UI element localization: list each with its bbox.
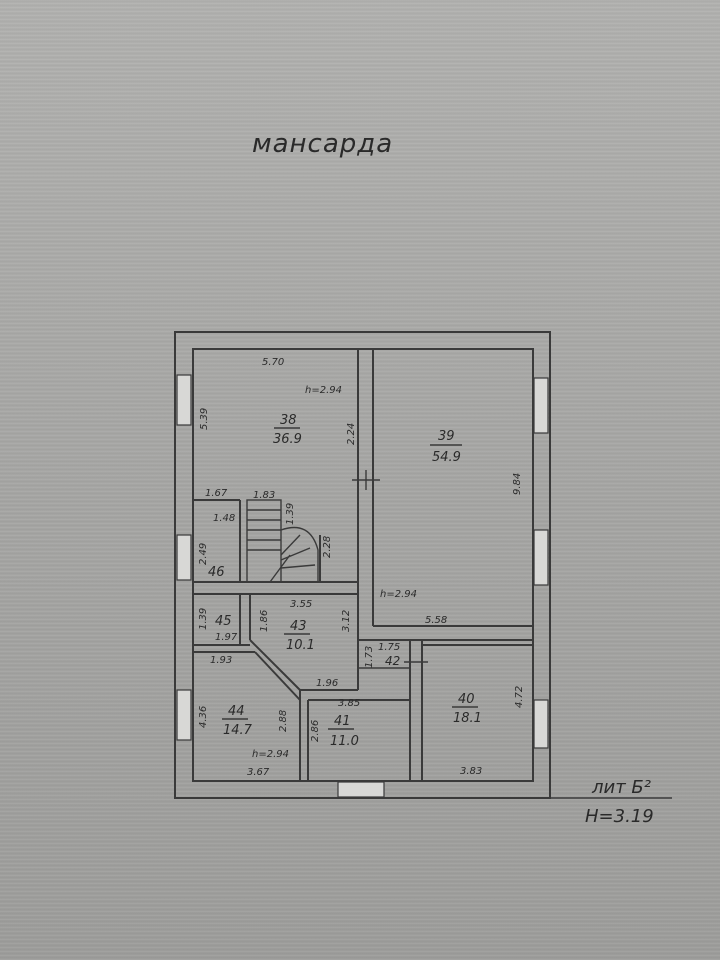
- dim-1-73: 1.73: [364, 646, 375, 668]
- dim-h-2-94-c: h=2.94: [252, 749, 289, 760]
- dim-9-84: 9.84: [512, 473, 523, 495]
- room-44-area: 14.7: [223, 723, 253, 738]
- room-42-number: 42: [385, 654, 400, 668]
- window-left-3: [176, 689, 192, 741]
- dim-1-39-b: 1.39: [198, 608, 209, 630]
- footer-height-label: Н=3.19: [585, 806, 654, 827]
- dim-5-58: 5.58: [425, 615, 447, 626]
- window-left-1: [176, 374, 192, 426]
- window-right-3: [533, 699, 549, 749]
- dim-3-85: 3.85: [338, 698, 360, 709]
- room-43-number: 43: [290, 619, 307, 634]
- dim-2-86: 2.86: [310, 720, 321, 742]
- room-44-number: 44: [228, 704, 245, 719]
- room-39-area: 54.9: [432, 450, 461, 465]
- room-46-number: 46: [208, 565, 225, 580]
- wall-43-diag-a: [249, 639, 301, 691]
- dim-1-48: 1.48: [213, 513, 235, 524]
- plan-title: мансарда: [252, 129, 393, 159]
- window-right-1: [533, 377, 549, 434]
- dim-1-67: 1.67: [205, 488, 228, 499]
- dim-2-88: 2.88: [278, 710, 289, 732]
- dim-1-75: 1.75: [378, 642, 400, 653]
- dim-h-2-94-b: h=2.94: [380, 589, 417, 600]
- room-45-number: 45: [215, 614, 232, 629]
- stair-flight: [246, 499, 282, 583]
- dim-3-55: 3.55: [290, 599, 312, 610]
- dim-1-86: 1.86: [259, 610, 270, 632]
- dim-5-70: 5.70: [262, 357, 284, 368]
- room-38-number: 38: [280, 413, 297, 428]
- dim-1-93: 1.93: [210, 655, 232, 666]
- window-bottom: [337, 781, 385, 798]
- dim-2-24: 2.24: [346, 423, 357, 445]
- dim-4-72: 4.72: [514, 686, 525, 708]
- window-left-2: [176, 534, 192, 581]
- outer-wall-inner: [192, 348, 534, 782]
- room-41-number: 41: [334, 714, 351, 729]
- outer-wall-outer: [174, 331, 551, 799]
- dim-4-36: 4.36: [198, 706, 209, 728]
- room-41-area: 11.0: [330, 734, 359, 749]
- room-39-number: 39: [438, 429, 455, 444]
- dim-3-12: 3.12: [341, 610, 352, 632]
- window-right-2: [533, 529, 549, 586]
- dim-1-39: 1.39: [285, 503, 296, 525]
- dim-2-49: 2.49: [198, 543, 209, 565]
- dim-2-28: 2.28: [322, 536, 333, 558]
- room-40-area: 18.1: [453, 711, 482, 726]
- dim-1-97: 1.97: [215, 632, 238, 643]
- stair-treads: [247, 509, 316, 583]
- room-38-area: 36.9: [273, 432, 302, 447]
- wall-43-diag-b: [254, 651, 301, 701]
- stair-curve: [280, 526, 319, 582]
- room-40-number: 40: [458, 692, 475, 707]
- footer-lit-label: лит Б²: [591, 777, 651, 798]
- dim-3-83: 3.83: [460, 766, 482, 777]
- dim-3-67: 3.67: [247, 767, 270, 778]
- dim-1-96: 1.96: [316, 678, 338, 689]
- dim-5-39: 5.39: [199, 408, 210, 430]
- dim-h-2-94-a: h=2.94: [305, 385, 342, 396]
- dim-1-83: 1.83: [253, 490, 275, 501]
- room-43-area: 10.1: [286, 638, 315, 653]
